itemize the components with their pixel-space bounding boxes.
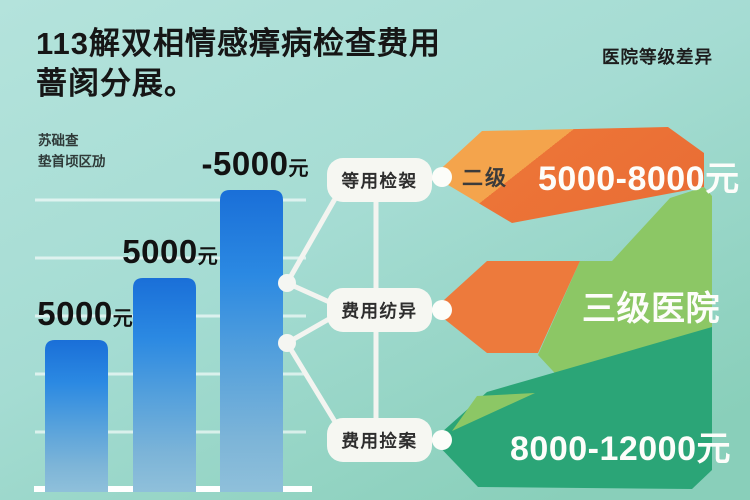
banner-tip-dot-2 [432, 300, 452, 320]
connector-box-1-label: 等用检袈 [341, 170, 418, 191]
bar-2-unit: 元 [197, 246, 218, 268]
banner-tier2-orange [433, 127, 704, 223]
banner-2-range: 三级医院 [582, 290, 720, 328]
connector-box-1: 等用检袈 [327, 158, 432, 202]
banner-tip-dot-1 [432, 167, 452, 187]
page-title-line1: 113解双相情感瘴病检查费用 [36, 26, 442, 61]
bar-2-value: 5000 [122, 233, 198, 270]
banner-tier3-orange-tag [433, 261, 580, 353]
banner-3-range: 8000-12000元 [510, 430, 732, 468]
chart-note: 苏础查 垫首顷区劢 [38, 131, 188, 173]
chart-note-line2: 垫首顷区劢 [38, 153, 106, 169]
banner-tier3high-darkgreen [433, 327, 712, 489]
bar-3-label: -5000元 [190, 145, 320, 183]
page-title: 113解双相情感瘴病检查费用 蔷阂分展。 [36, 24, 466, 103]
banner-1-tier: 二级 [462, 167, 508, 190]
bar-3 [220, 190, 283, 492]
bar-1 [45, 340, 108, 492]
bar-3-unit: 元 [288, 158, 309, 180]
bar-2-label: 5000元 [110, 233, 230, 271]
banner-bottom-lightgreen-triangle [452, 393, 535, 431]
bar-3-value: -5000 [201, 145, 289, 182]
connector-box-3-label: 费用捡案 [341, 430, 418, 451]
bar-1-value: 5000 [37, 295, 113, 332]
page-title-line2: 蔷阂分展。 [36, 65, 196, 101]
chart-note-line1: 苏础查 [38, 133, 79, 148]
connector-box-2: 费用纺异 [327, 288, 432, 332]
connector-box-2-label: 费用纺异 [341, 300, 418, 321]
banner-1-range: 5000-8000元 [538, 160, 740, 198]
connector-dot-upper [278, 274, 296, 292]
bar-1-unit: 元 [112, 308, 133, 330]
banner-tip-dot-3 [432, 430, 452, 450]
connector-box-3: 费用捡案 [327, 418, 432, 462]
connector-dot-lower [278, 334, 296, 352]
corner-label: 医院等级差异 [602, 47, 713, 67]
bar-2 [133, 278, 196, 492]
bar-1-label: 5000元 [25, 295, 145, 333]
